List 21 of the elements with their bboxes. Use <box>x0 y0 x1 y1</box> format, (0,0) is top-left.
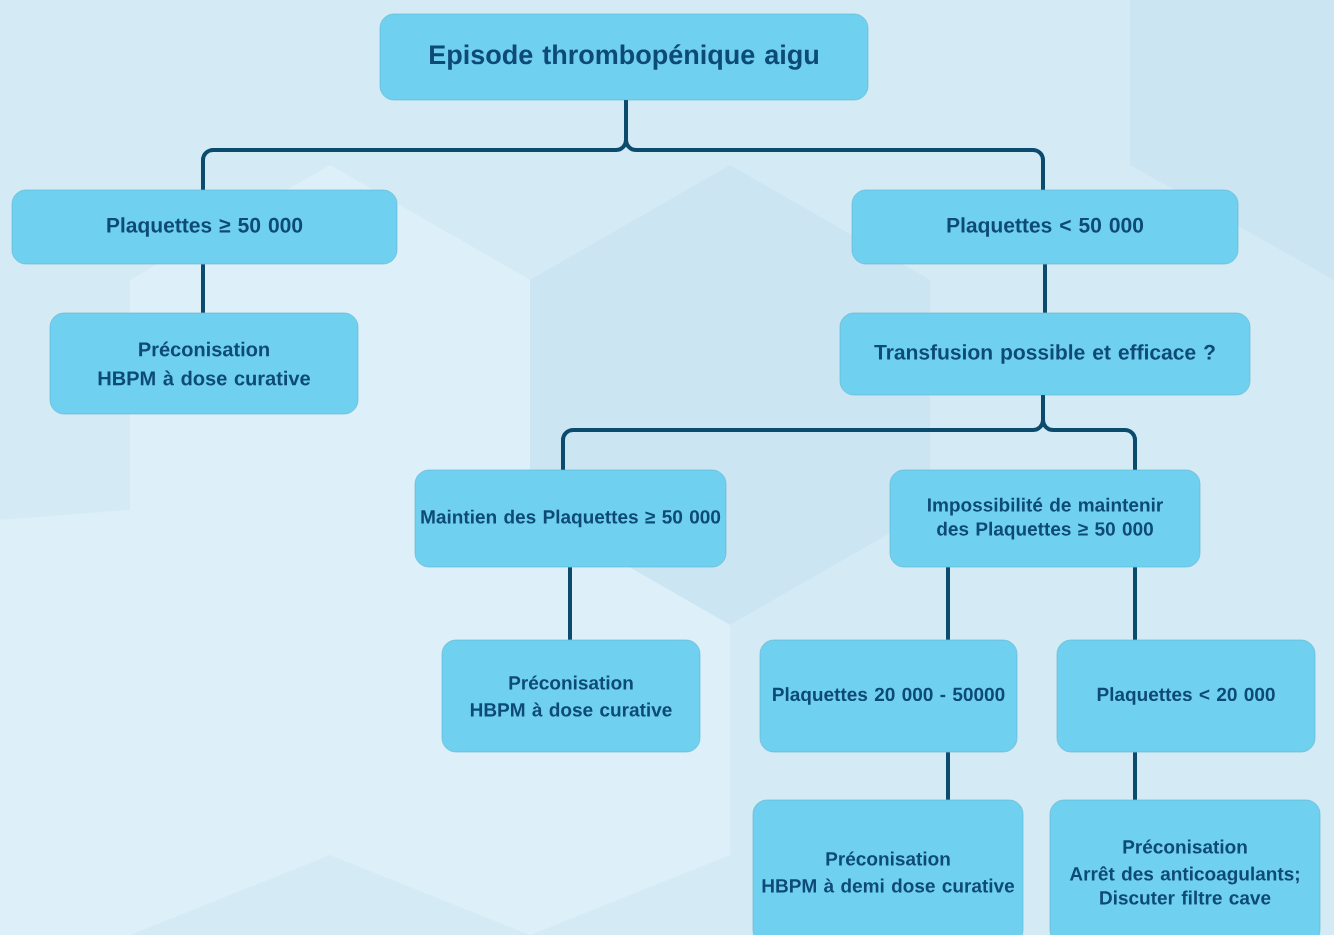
connector-line <box>1041 395 1137 470</box>
title-box: Episode thrombopénique aigu <box>379 13 869 101</box>
connector-line <box>1043 264 1047 313</box>
connector-line <box>624 100 1045 190</box>
process-box: Plaquettes 20 000 - 50000 <box>759 639 1018 753</box>
process-box: Préconisation HBPM à dose curative <box>49 312 359 415</box>
connector-line <box>946 752 950 800</box>
process-box: Plaquettes < 20 000 <box>1056 639 1316 753</box>
process-box: Préconisation HBPM à demi dose curative <box>752 799 1024 935</box>
process-box: Plaquettes ≥ 50 000 <box>11 189 398 265</box>
connector-line <box>568 567 572 640</box>
process-box: Plaquettes < 50 000 <box>851 189 1239 265</box>
process-box: Transfusion possible et efficace ? <box>839 312 1251 396</box>
connector-line <box>201 264 205 313</box>
process-box: Impossibilité de maintenir des Plaquettes ≥ 50 000 <box>889 469 1201 568</box>
connector-line <box>1133 567 1137 640</box>
process-box: Préconisation HBPM à dose curative <box>441 639 701 753</box>
connector-line <box>1133 752 1137 800</box>
connector-line <box>946 567 950 640</box>
process-box: Maintien des Plaquettes ≥ 50 000 <box>414 469 727 568</box>
process-box: Préconisation Arrêt des anticoagulants; Discuter filtre cave <box>1049 799 1321 935</box>
